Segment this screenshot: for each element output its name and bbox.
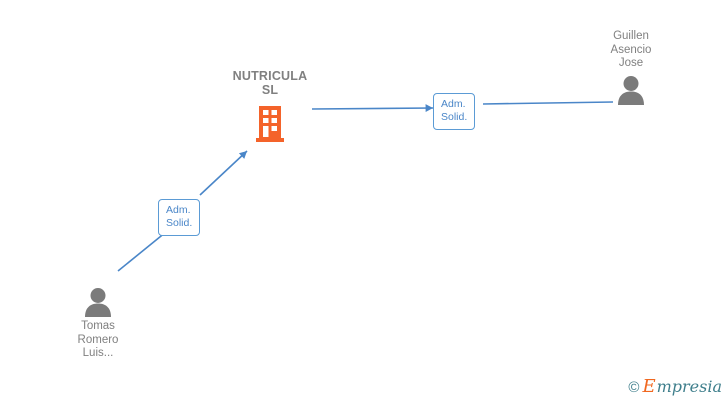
person-node-guillen-asencio-jose[interactable]: Guillen Asencio Jose	[576, 30, 686, 105]
watermark-brand-rest: mpresia	[656, 377, 722, 396]
edge-line-right-inner	[311, 104, 434, 112]
edge-line-left-outer	[117, 231, 167, 272]
person-name-label: Tomas Romero Luis...	[77, 320, 119, 359]
building-icon	[255, 103, 285, 143]
person-name-label: Guillen Asencio Jose	[610, 30, 652, 69]
person-node-tomas-romero-luis[interactable]: Tomas Romero Luis...	[43, 287, 153, 361]
watermark-empresia: © E mpresia	[628, 378, 722, 396]
edge-line-left-inner	[199, 150, 248, 196]
watermark-brand-initial: E	[642, 376, 656, 397]
person-icon	[43, 287, 153, 317]
copyright-icon: ©	[628, 378, 640, 396]
edge-label-adm-solid-left[interactable]: Adm. Solid.	[158, 199, 201, 236]
person-icon	[576, 75, 686, 105]
company-name-label: NUTRICULA SL	[232, 69, 308, 97]
company-node-nutricula-sl[interactable]: NUTRICULA SL	[215, 69, 325, 148]
edge-label-adm-solid-right[interactable]: Adm. Solid.	[433, 93, 476, 130]
